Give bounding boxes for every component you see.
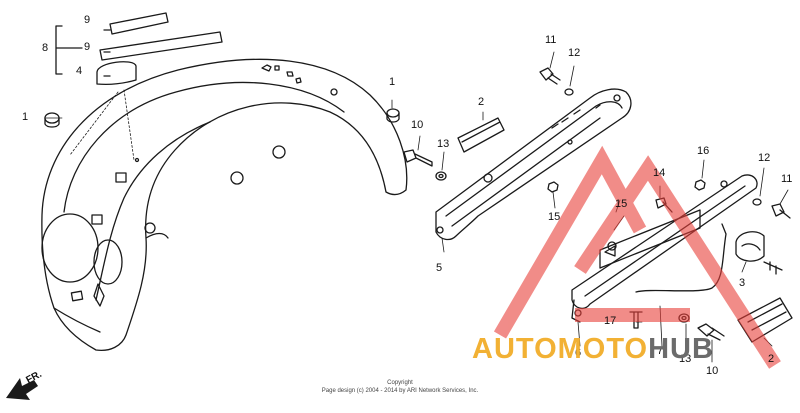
bolt-10-right — [697, 323, 725, 341]
grommet-1-right — [386, 108, 400, 123]
callout-16: 16 — [697, 145, 710, 157]
callout-15-center: 15 — [548, 211, 561, 223]
fender-rail-5 — [435, 88, 632, 241]
grommet-1-left — [44, 112, 60, 128]
callout-14: 14 — [653, 167, 666, 179]
fender-clip — [115, 172, 127, 183]
callout-4: 4 — [76, 65, 83, 77]
callout-13-left: 13 — [437, 138, 450, 150]
fender-clip — [91, 214, 103, 225]
callout-1-right: 1 — [389, 76, 396, 88]
watermark-word-hub: HUB — [648, 333, 714, 365]
fender-strip-lower — [99, 31, 223, 61]
bolt-11-right — [771, 203, 791, 219]
fender-clip — [70, 290, 84, 302]
callout-12-top: 12 — [568, 47, 581, 59]
fender-decal-pad — [96, 61, 137, 86]
callout-10-right: 10 — [706, 365, 719, 377]
copyright-line-2: Page design (c) 2004 - 2014 by ARI Netwo… — [321, 388, 479, 394]
watermark-word-moto: MOTO — [557, 333, 649, 365]
wire-harness-7 — [635, 223, 727, 293]
callout-11-right: 11 — [781, 173, 793, 185]
reflector-2-upper — [457, 117, 505, 153]
fender-strip-upper — [109, 12, 169, 35]
callout-5: 5 — [436, 262, 443, 274]
bolt-11-top — [539, 67, 561, 85]
callout-13-right: 13 — [679, 353, 692, 365]
callout-3: 3 — [739, 277, 746, 289]
key-lock-3 — [735, 231, 783, 275]
fender-lamp-opening — [41, 213, 99, 283]
nut-16 — [694, 179, 706, 191]
callout-12-right: 12 — [758, 152, 771, 164]
nut-15-center — [547, 181, 559, 193]
callout-10-left: 10 — [411, 119, 424, 131]
callout-15-bracket: 15 — [615, 198, 628, 210]
callout-8: 8 — [42, 42, 49, 54]
front-direction-arrow — [6, 378, 38, 400]
callout-2-lower: 2 — [768, 353, 775, 365]
bolt-10-left — [403, 149, 433, 167]
rear-fender — [41, 58, 408, 352]
watermark-logo — [493, 145, 781, 369]
callout-9-upper: 9 — [84, 14, 91, 26]
callout-6: 6 — [575, 347, 582, 359]
copyright-line-1: Copyright — [387, 380, 413, 386]
callout-11-top: 11 — [545, 34, 557, 46]
callout-2-upper: 2 — [478, 96, 485, 108]
callout-1-left: 1 — [22, 111, 29, 123]
callout-9-lower: 9 — [84, 41, 91, 53]
callout-17: 17 — [604, 315, 617, 327]
washer-12-top — [564, 88, 574, 96]
washer-13-left — [435, 171, 447, 181]
washer-12-right — [752, 198, 762, 206]
callout-7: 7 — [657, 345, 664, 357]
license-bracket-6 — [571, 174, 758, 323]
watermark-word-auto: AUTO — [472, 333, 558, 365]
watermark-wordmark: AUTOMOTOHUB — [472, 335, 714, 364]
